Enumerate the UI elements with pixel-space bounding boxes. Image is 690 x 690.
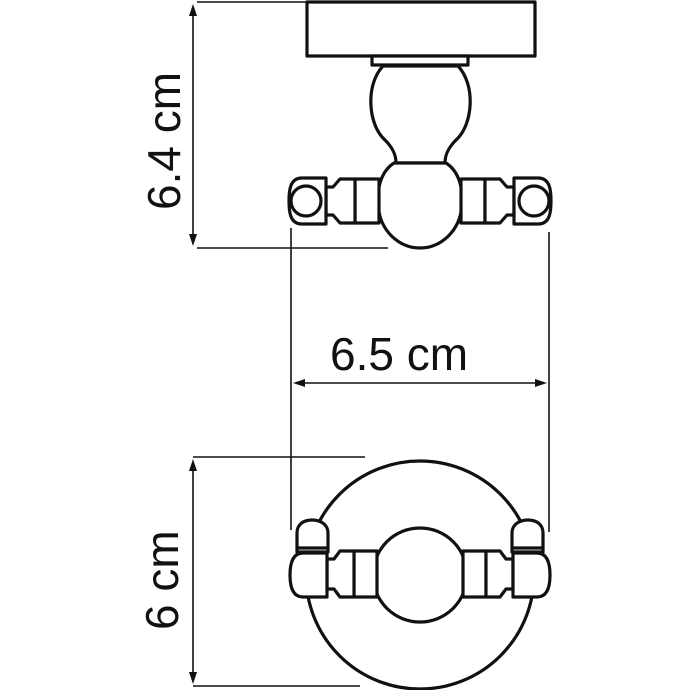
collar [370,54,470,67]
width-dimension: 6.5 cm [290,228,550,532]
right-hook-arm [459,176,553,226]
width-label: 6.5 cm [330,328,468,380]
wall-plate [305,0,537,58]
center-ball [376,161,464,250]
left-hook-arm [287,176,381,226]
front-left-hook [288,518,379,599]
stem-bulb [369,64,472,165]
height-dimension: 6.4 cm [138,1,388,249]
center-boss [371,526,469,624]
depth-dimension: 6 cm [136,456,365,687]
front-right-hook [461,518,552,599]
front-view [288,459,552,690]
depth-label: 6 cm [136,530,188,630]
height-label: 6.4 cm [138,72,190,210]
side-view [287,0,553,250]
